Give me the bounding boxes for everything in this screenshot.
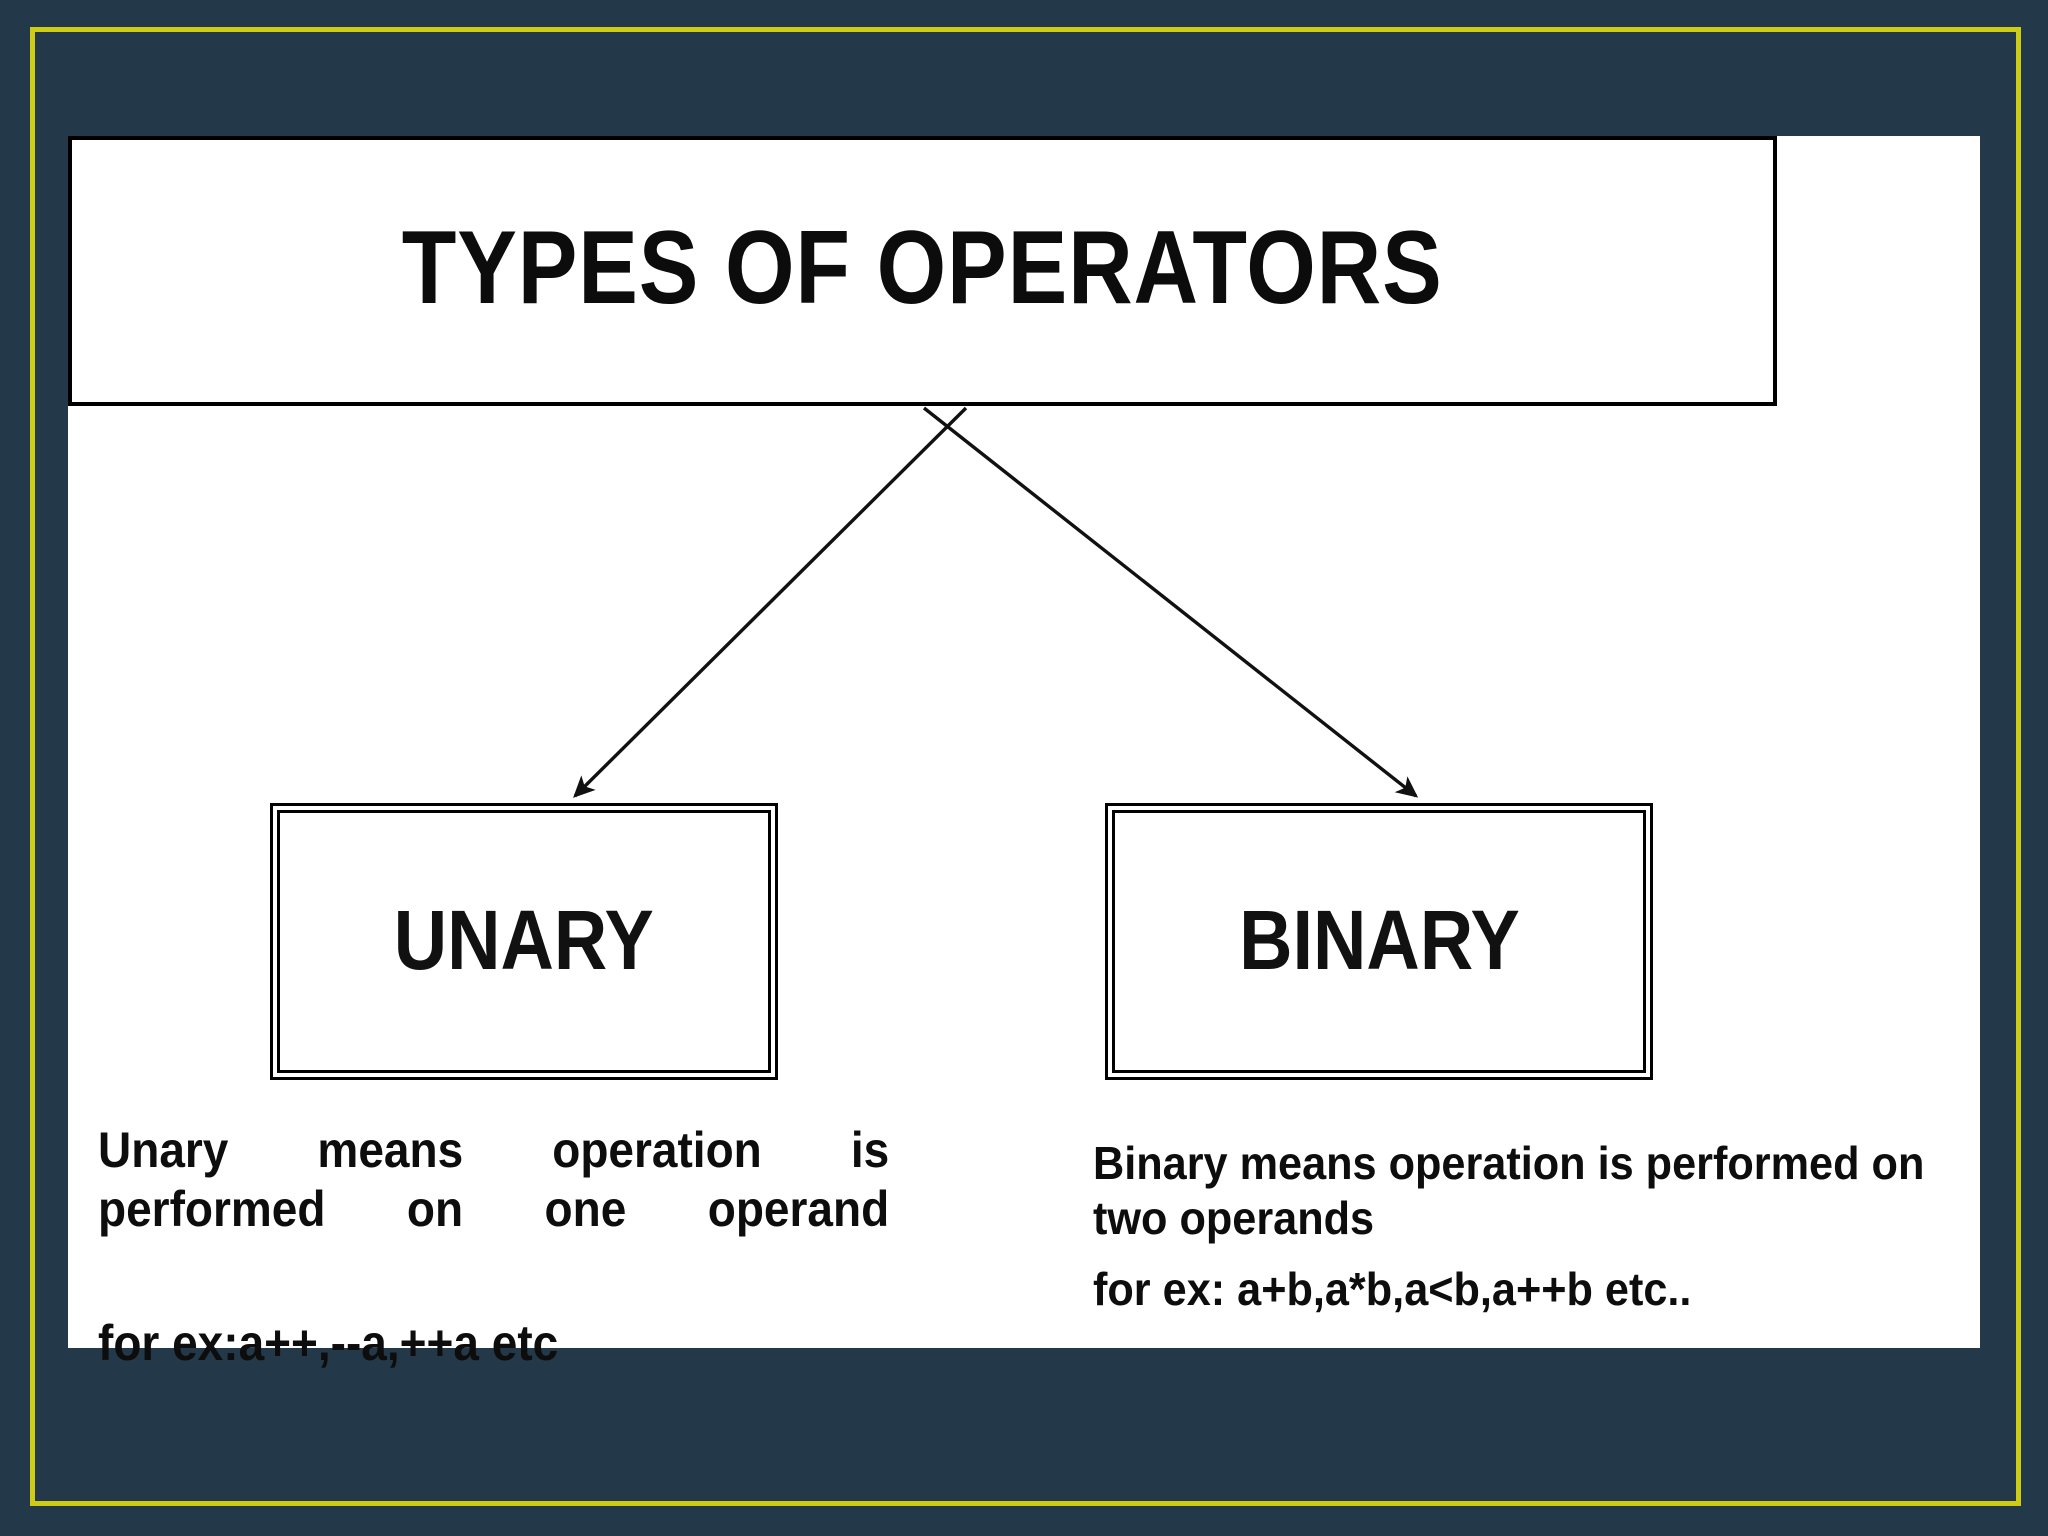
description-binary: Binary means operation is performed on t… (1093, 1136, 2013, 1318)
description-binary-main: Binary means operation is performed on t… (1093, 1137, 1925, 1245)
node-box-binary[interactable]: BINARY (1105, 803, 1653, 1080)
slide-content-panel: TYPES OF OPERATORS UNARY BINARY (68, 136, 1980, 1371)
node-box-unary-inner: UNARY (277, 810, 771, 1073)
node-label-binary: BINARY (1238, 892, 1520, 987)
description-unary-main: Unary means operation is performed on on… (98, 1122, 890, 1237)
page-title: TYPES OF OPERATORS (402, 210, 1443, 326)
description-unary-example: for ex:a++,--a,++a etc (98, 1315, 559, 1371)
arrow-to-unary (573, 406, 968, 798)
arrow-to-binary (922, 406, 1419, 798)
slide-border-outline (30, 27, 2021, 1506)
description-binary-example: for ex: a+b,a*b,a<b,a++b etc.. (1093, 1263, 1692, 1316)
node-label-unary: UNARY (393, 892, 655, 987)
node-box-binary-inner: BINARY (1112, 810, 1646, 1073)
title-box: TYPES OF OPERATORS (68, 136, 1777, 406)
description-unary: Unary means operation is performed on on… (98, 1121, 958, 1373)
node-box-unary[interactable]: UNARY (270, 803, 778, 1080)
